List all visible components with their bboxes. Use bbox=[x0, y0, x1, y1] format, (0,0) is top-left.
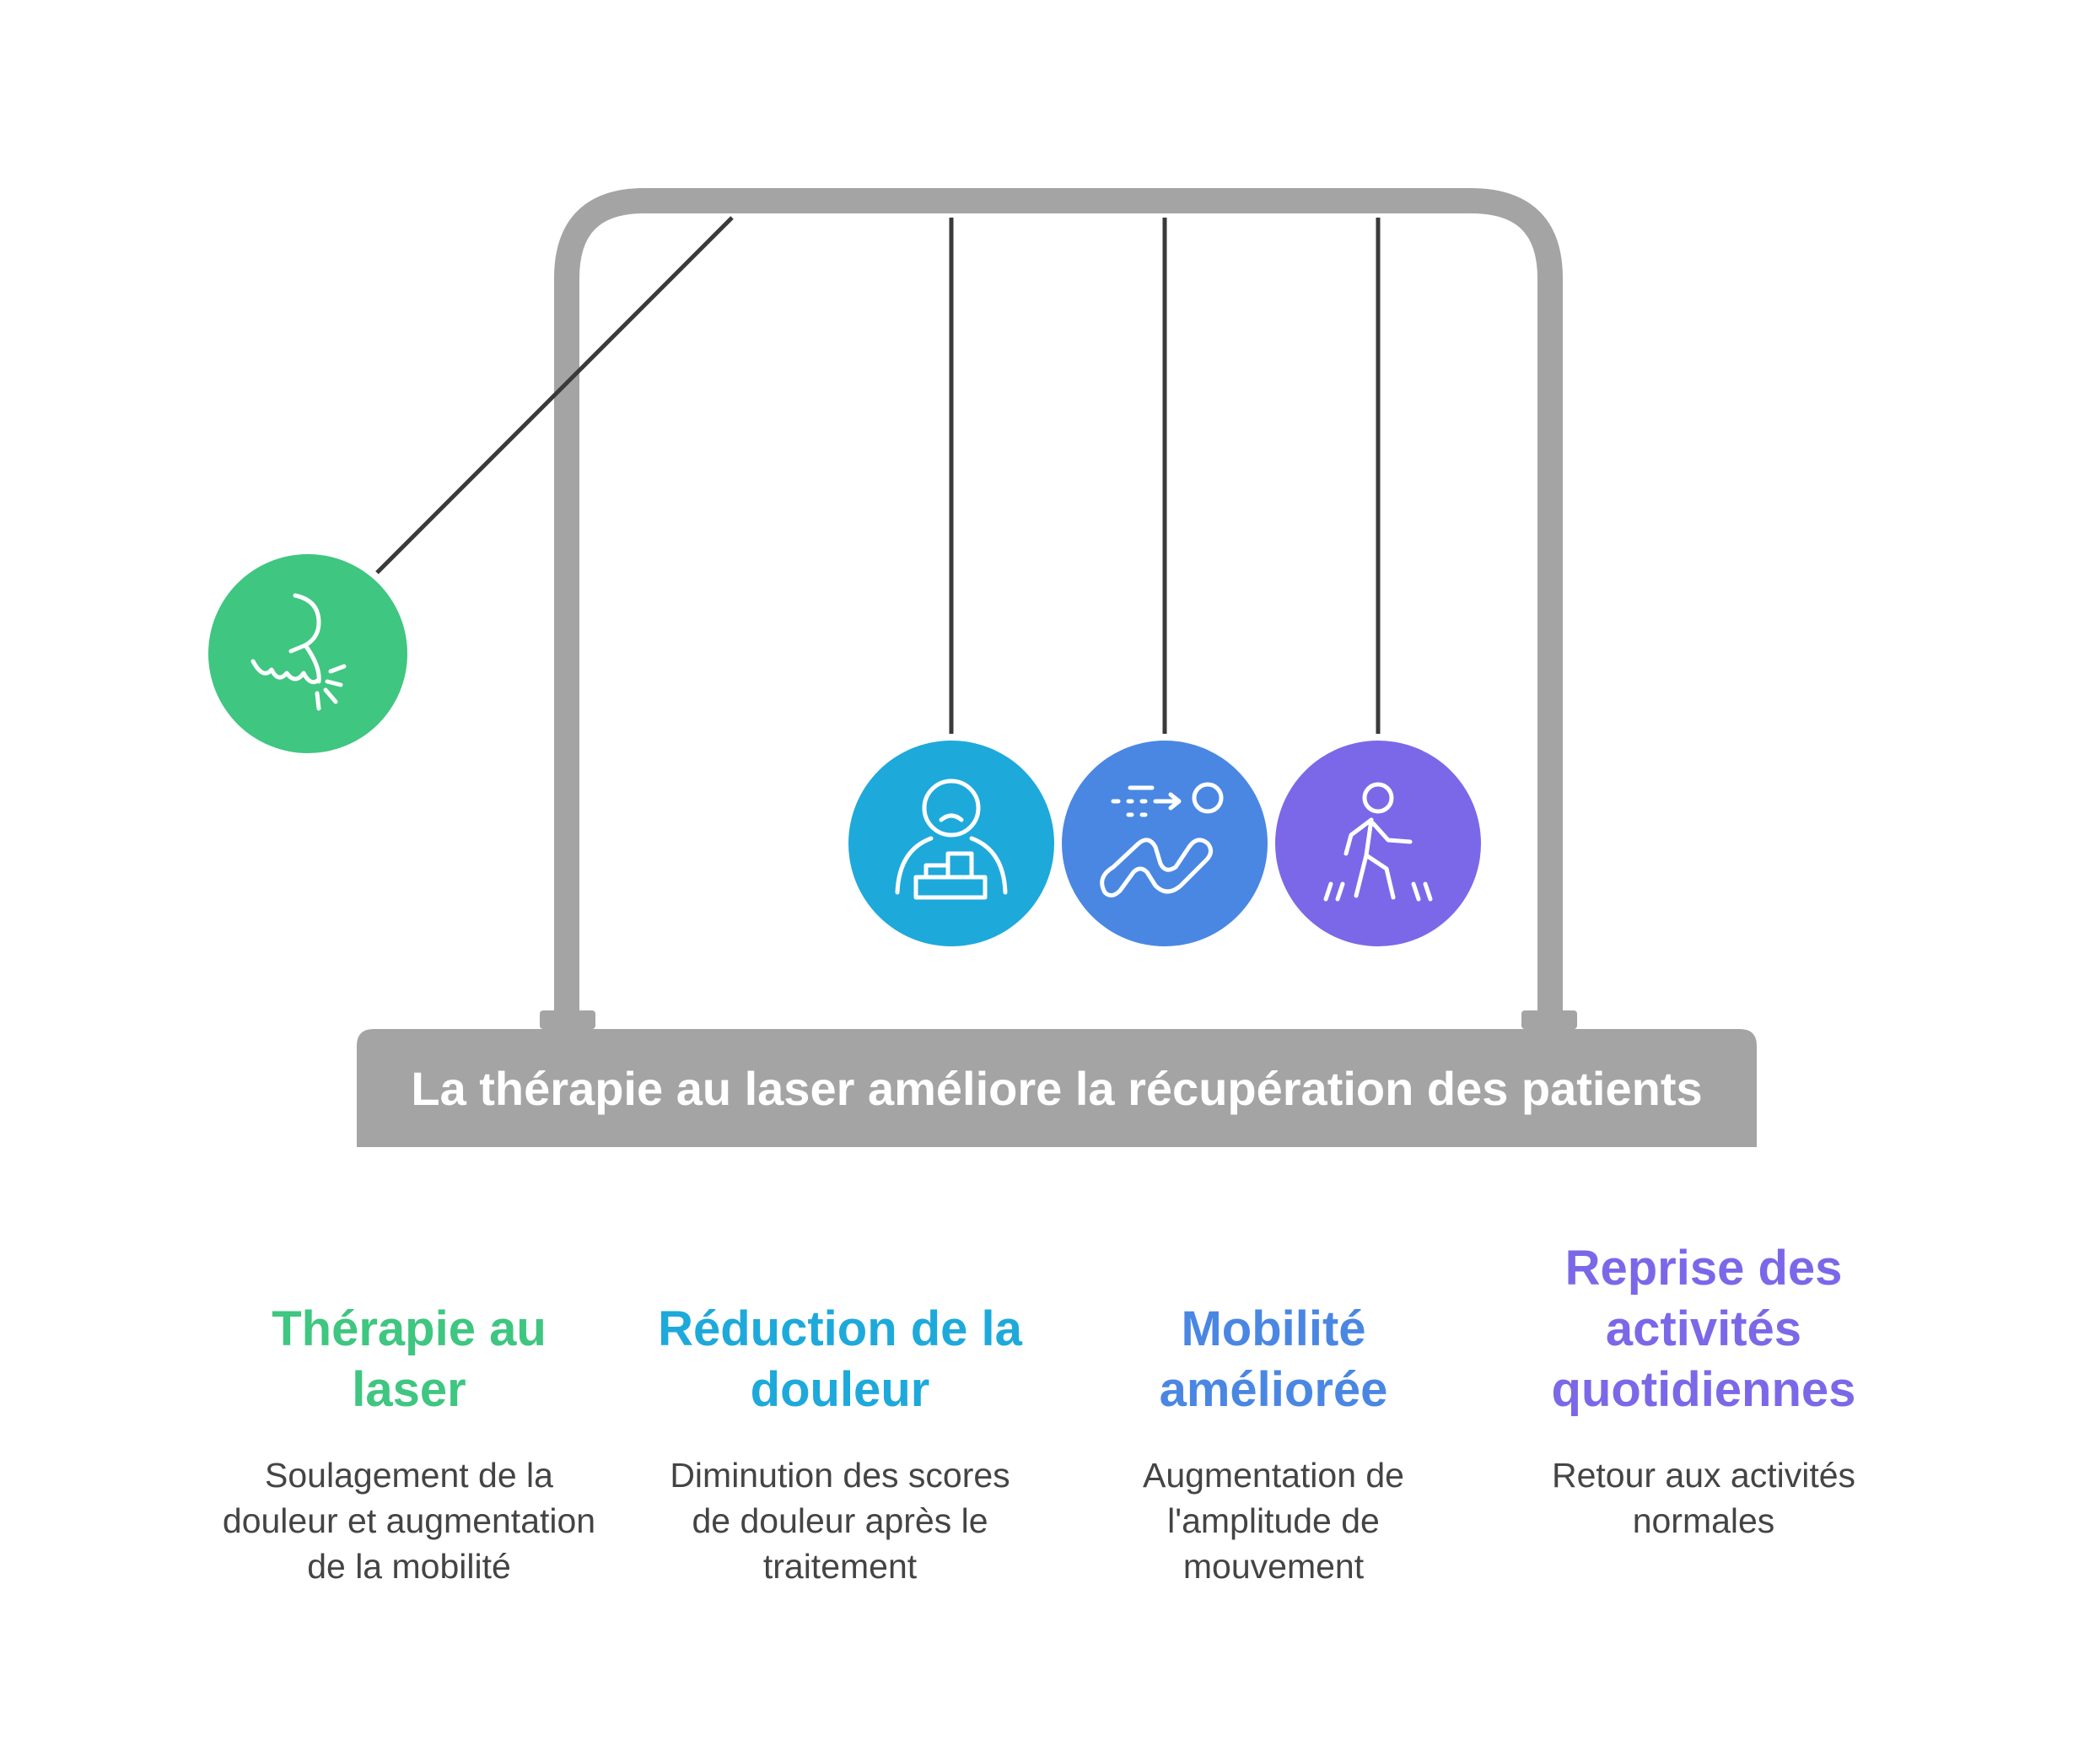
step-daily-activities: Reprise des activités quotidiennes Retou… bbox=[1510, 1238, 1898, 1544]
step-laser-therapy: Thérapie au laser Soulagement de la doul… bbox=[215, 1299, 603, 1589]
step-description: Retour aux activités normales bbox=[1551, 1456, 1856, 1540]
walking-person-icon bbox=[1323, 782, 1433, 902]
ball-laser-therapy bbox=[208, 554, 407, 753]
step-description: Soulagement de la douleur et augmentatio… bbox=[222, 1456, 596, 1586]
ball-daily-activities bbox=[1275, 741, 1481, 946]
string-1 bbox=[375, 216, 734, 574]
ball-pain-reduction bbox=[848, 741, 1054, 946]
step-title: Mobilité améliorée bbox=[1159, 1301, 1388, 1417]
laser-hand-icon bbox=[250, 593, 347, 711]
step-title: Thérapie au laser bbox=[272, 1301, 547, 1417]
cradle-frame bbox=[554, 188, 1563, 1012]
frame-foot-right bbox=[1521, 1010, 1577, 1029]
step-title: Réduction de la douleur bbox=[658, 1301, 1022, 1417]
step-pain-reduction: Réduction de la douleur Diminution des s… bbox=[646, 1299, 1034, 1589]
stretching-icon bbox=[1100, 782, 1224, 897]
frame-foot-left bbox=[540, 1010, 595, 1029]
step-title: Reprise des activités quotidiennes bbox=[1551, 1241, 1856, 1417]
step-description: Augmentation de l'amplitude de mouvement bbox=[1142, 1456, 1404, 1586]
cradle-base bbox=[357, 1029, 1757, 1147]
step-mobility: Mobilité améliorée Augmentation de l'amp… bbox=[1080, 1299, 1467, 1589]
patient-pain-icon bbox=[895, 779, 1008, 900]
step-description: Diminution des scores de douleur après l… bbox=[670, 1456, 1010, 1586]
diagram-title: La thérapie au laser améliore la récupér… bbox=[411, 1061, 1703, 1115]
ball-mobility bbox=[1062, 741, 1268, 946]
